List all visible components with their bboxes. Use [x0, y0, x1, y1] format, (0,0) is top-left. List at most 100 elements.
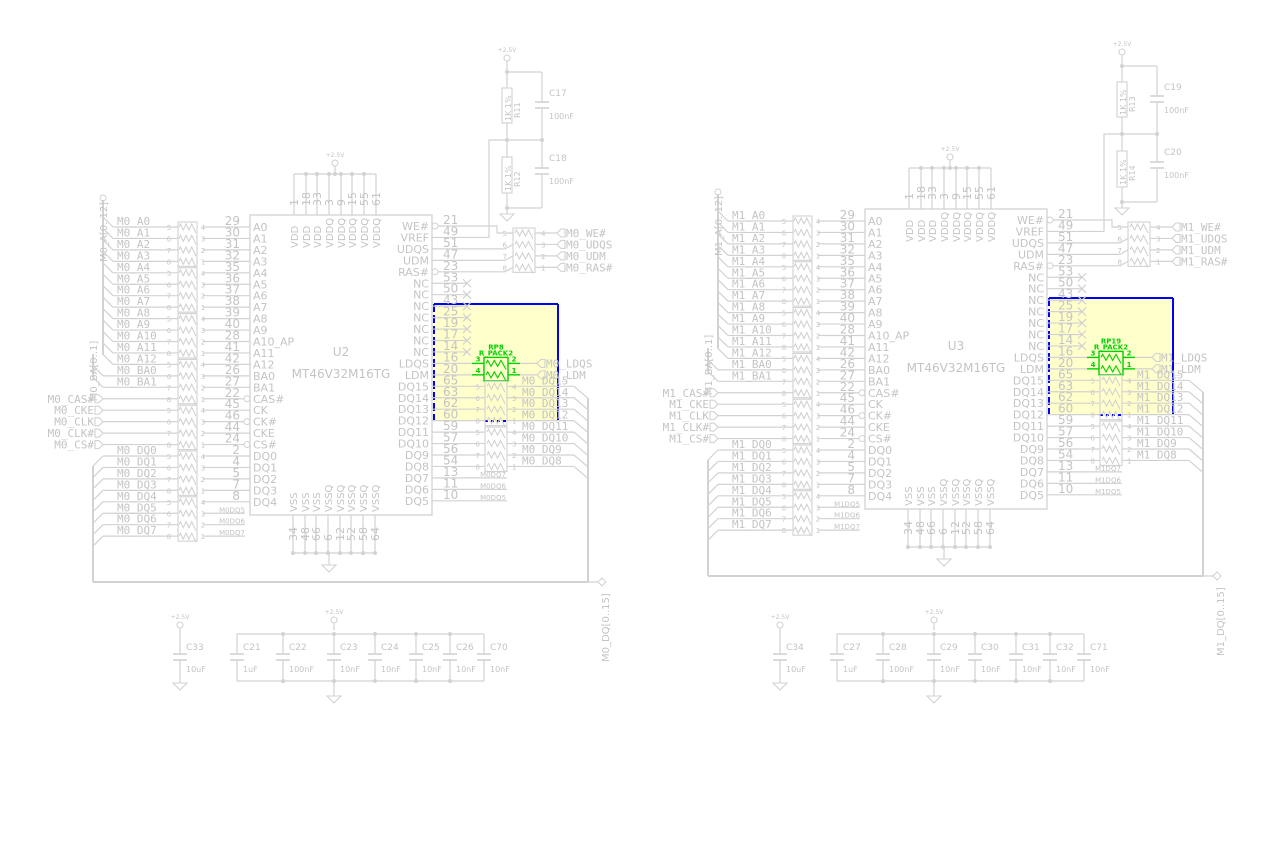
global-label[interactable]: M1_CKE — [669, 398, 709, 411]
global-label[interactable]: M0_LDM — [546, 369, 586, 382]
global-label[interactable]: M0_CAS# — [48, 393, 95, 406]
pin-name: DQ13 — [398, 403, 429, 416]
global-label[interactable]: M1_UDQS — [1181, 232, 1227, 245]
pin-name: A11 — [253, 347, 275, 360]
resistor-pack-body[interactable] — [1127, 221, 1151, 267]
global-label[interactable]: M1_LDQS — [1161, 351, 1207, 364]
global-label[interactable]: M1_CAS# — [663, 387, 710, 400]
global-label[interactable]: M0_UDM — [566, 250, 606, 263]
pack-pin-number: 5 — [782, 493, 786, 501]
resistor-pack-body[interactable] — [792, 490, 813, 536]
pin-number: 17 — [443, 328, 458, 342]
pin-name: A4 — [868, 261, 883, 274]
global-label[interactable]: M1_UDM — [1181, 244, 1221, 257]
bus-entry — [717, 325, 729, 336]
resistor-zigzag-icon — [178, 520, 197, 531]
resistor-pack-body[interactable] — [792, 398, 813, 445]
pin-name: NC — [1028, 340, 1044, 353]
resistor-pack-body[interactable] — [512, 227, 536, 273]
no-connect-icon — [462, 336, 472, 345]
junction-dot — [291, 551, 295, 555]
resistor-pack-body[interactable] — [792, 307, 813, 353]
resistor-pack-body[interactable] — [792, 215, 813, 261]
pin-name: VSS — [289, 492, 300, 512]
global-label-arrow-icon — [556, 228, 566, 238]
global-label[interactable]: M0_CKE — [54, 404, 94, 417]
global-label[interactable]: M0_CLK — [54, 416, 94, 429]
global-label[interactable]: M0_LDQS — [546, 357, 592, 370]
global-label[interactable]: M1_CLK# — [663, 421, 710, 434]
pin-number: 11 — [443, 476, 458, 490]
bus-label: M0_A[0..12] — [99, 202, 110, 262]
global-label[interactable]: M0_CS# — [54, 439, 94, 452]
hierarchical-label-icon[interactable] — [1212, 571, 1222, 581]
resistor-pack-body[interactable] — [484, 426, 508, 473]
bus-entry — [92, 535, 104, 547]
resistor-pack-body[interactable] — [177, 450, 198, 496]
resistor-pack-body[interactable] — [177, 404, 198, 451]
resistor-pack-body[interactable] — [177, 358, 198, 405]
pin-name: DQ1 — [868, 455, 892, 468]
global-label[interactable]: M0_CLK# — [48, 427, 95, 440]
bus-entry — [1188, 437, 1204, 451]
capacitor-value: 1uF — [243, 665, 258, 674]
wire — [432, 243, 514, 250]
global-label-arrow-icon — [556, 262, 566, 272]
resistor-zigzag-icon — [486, 416, 506, 427]
resistor-pack-body[interactable] — [1099, 420, 1123, 467]
resistor-pack-body[interactable] — [792, 261, 813, 307]
resistor-pack-body[interactable] — [1099, 374, 1123, 421]
global-label[interactable]: M0_WE# — [566, 227, 606, 240]
no-connect-icon — [1077, 307, 1087, 317]
resistor-pack-body[interactable] — [177, 313, 198, 359]
global-label[interactable]: M1_WE# — [1181, 221, 1221, 234]
pin-name: RAS# — [398, 266, 429, 279]
global-label[interactable]: M1_CS# — [669, 433, 709, 446]
global-label[interactable]: M1_RAS# — [1181, 255, 1228, 268]
pin-number: 41 — [840, 334, 855, 348]
hierarchical-label-icon[interactable] — [597, 577, 607, 587]
hierarchical-label[interactable]: M0_DQ[0..15] — [601, 593, 612, 662]
pin-name: CKE — [868, 421, 890, 434]
resistor-pack-body[interactable] — [792, 444, 813, 490]
pin-number: 40 — [225, 317, 240, 331]
resistor-pack-body[interactable] — [484, 380, 508, 427]
resistor-pack-body[interactable] — [177, 496, 198, 542]
resistor-pack-body[interactable] — [177, 221, 198, 267]
resistor-zigzag-icon — [1101, 456, 1121, 467]
pin-number: 5 — [847, 460, 855, 474]
resistor-zigzag-icon — [178, 417, 197, 428]
global-label[interactable]: M0_UDQS — [566, 238, 612, 251]
global-label[interactable]: M1_LDM — [1161, 363, 1201, 376]
pin-number: 22 — [840, 380, 855, 394]
resistor-pack-body[interactable] — [792, 352, 813, 399]
global-label[interactable]: M0_RAS# — [566, 261, 613, 274]
global-label[interactable]: M1_CLK — [669, 410, 709, 423]
resistor-pack-body[interactable] — [177, 267, 198, 313]
pin-name: DQ2 — [868, 467, 892, 480]
hierarchical-label[interactable]: M1_DQ[0..15] — [1216, 587, 1227, 656]
